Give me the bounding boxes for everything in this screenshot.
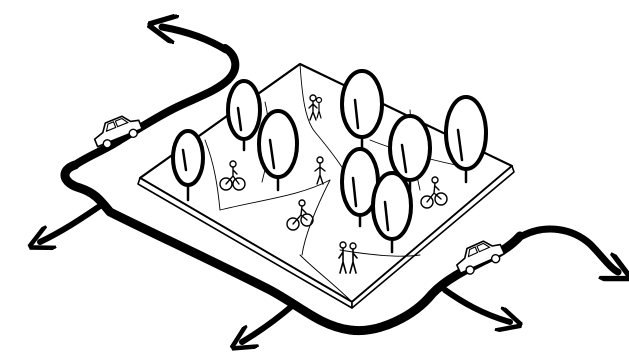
arrow-top-left — [162, 27, 226, 50]
arrow-left — [40, 206, 100, 242]
arrow-bottom-right — [445, 290, 510, 322]
arrow-bottom — [242, 306, 292, 342]
arrow-right — [522, 229, 618, 272]
car-icon — [452, 235, 506, 277]
